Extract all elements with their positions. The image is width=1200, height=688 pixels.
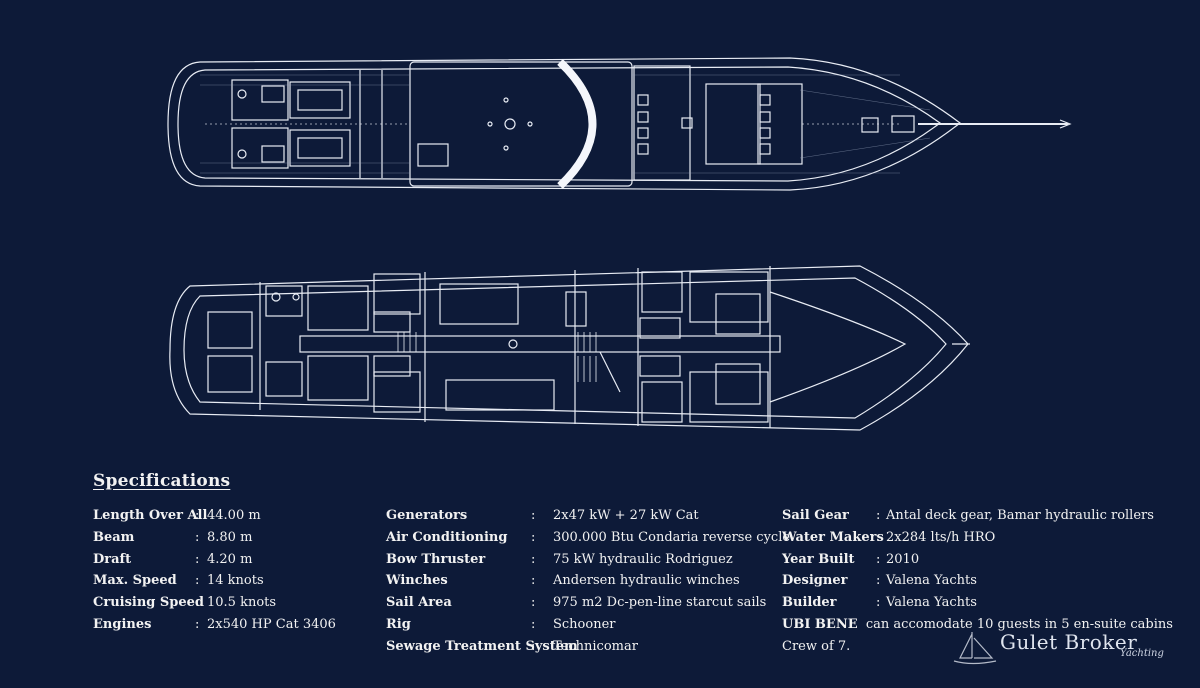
spec-label: Water Makers [782,529,884,545]
sailboat-logo-icon [953,632,997,665]
spec-separator: : [531,638,536,654]
spec-row: Sewage Treatment System: Technicomar [386,636,790,658]
spec-value: Andersen hydraulic winches [553,573,740,589]
spec-separator: : [876,529,881,545]
spec-separator: : [195,508,200,523]
spec-row: Beam:8.80 m [93,527,336,549]
brand-name: Gulet Broker [1000,630,1138,654]
spec-label: Sail Area [386,595,452,611]
spec-row: Sail Area: 975 m2 Dc-pen-line starcut sai… [386,592,790,614]
cabin-hull-inner [183,277,947,419]
spec-label: Sewage Treatment System [386,638,578,654]
spec-separator: : [876,595,881,611]
spec-value: 8.80 m [207,529,253,545]
spec-row: Air Conditioning: 300.000 Btu Condaria re… [386,527,790,549]
guest-capacity-text: can accomodate 10 guests in 5 en-suite c… [865,616,1173,632]
spec-row: Generators: 2x47 kW + 27 kW Cat [386,505,790,527]
cabin-plan-drawing [169,265,970,431]
specs-column-2: Generators: 2x47 kW + 27 kW Cat Air Condi… [386,505,790,658]
spec-separator: : [195,529,200,545]
spec-label: Max. Speed [93,573,177,589]
spec-label: Draft [93,551,132,567]
spec-separator: : [195,551,200,567]
spec-value: Valena Yachts [886,595,977,611]
spec-label: Sail Gear [782,508,849,523]
spec-separator: : [531,529,536,545]
spec-row: Winches: Andersen hydraulic winches [386,570,790,592]
spec-value: 2x540 HP Cat 3406 [207,616,336,632]
spec-separator: : [195,595,200,611]
spec-separator: : [195,573,200,589]
spec-separator: : [531,595,536,611]
deck-plan-drawing [167,57,1072,191]
deckhouse [409,61,633,187]
cabin-hull-outline [169,265,969,431]
spec-row: Sail Gear: Antal deck gear, Bamar hydraul… [782,505,1173,527]
spec-separator: : [876,551,881,567]
spec-value: Antal deck gear, Bamar hydraulic rollers [886,508,1154,523]
spec-value: Valena Yachts [886,573,977,589]
spec-label: Rig [386,616,411,632]
spec-row: Length Over All:44.00 m [93,505,336,527]
spec-separator: : [531,573,536,589]
deck-hull-outline [167,57,961,191]
spec-separator: : [531,551,536,567]
spec-value: Technicomar [553,638,638,654]
specifications-heading: Specifications [93,471,231,491]
spec-value: 75 kW hydraulic Rodriguez [553,551,733,567]
brand-subtitle: Yachting [1120,648,1164,659]
spec-label: Winches [386,573,448,589]
spec-value: 975 m2 Dc-pen-line starcut sails [553,595,767,611]
spec-row: Rig: Schooner [386,614,790,636]
spec-row: Cruising Speed:10.5 knots [93,592,336,614]
guest-capacity-note: UBI BENE can accomodate 10 guests in 5 e… [782,614,1173,636]
yacht-name: UBI BENE [782,616,858,632]
spec-row: Builder: Valena Yachts [782,592,1173,614]
spec-value: 44.00 m [207,508,261,523]
spec-row: Designer: Valena Yachts [782,570,1173,592]
spec-label: Length Over All [93,508,208,523]
spec-label: Cruising Speed [93,595,205,611]
spec-value: 10.5 knots [207,595,277,611]
spec-label: Engines [93,616,152,632]
spec-value: Schooner [553,616,616,632]
spec-label: Bow Thruster [386,551,486,567]
spec-value: 2010 [886,551,920,567]
spec-label: Builder [782,595,837,611]
spec-value: 14 knots [207,573,264,589]
spec-row: Max. Speed:14 knots [93,570,336,592]
spec-label: Designer [782,573,848,589]
spec-row: Draft:4.20 m [93,549,336,571]
spec-value: 2x284 lts/h HRO [886,529,996,545]
spec-label: Beam [93,529,135,545]
spec-separator: : [531,508,536,523]
spec-separator: : [531,616,536,632]
spec-label: Generators [386,508,468,523]
spec-value: 2x47 kW + 27 kW Cat [553,508,699,523]
crew-note: Crew of 7. [782,638,851,654]
spec-separator: : [876,508,881,523]
deck-hull-inner [177,66,942,182]
specs-column-1: Length Over All:44.00 m Beam:8.80 m Draf… [93,505,336,636]
spec-row: Engines:2x540 HP Cat 3406 [93,614,336,636]
spec-value: 300.000 Btu Condaria reverse cycle [553,529,791,545]
spec-label: Air Conditioning [386,529,508,545]
spec-label: Year Built [782,551,855,567]
spec-row: Bow Thruster: 75 kW hydraulic Rodriguez [386,549,790,571]
spec-value: 4.20 m [207,551,253,567]
spec-separator: : [195,616,200,632]
spec-row: Year Built:2010 [782,549,1173,571]
specs-column-3: Sail Gear: Antal deck gear, Bamar hydraul… [782,505,1173,658]
spec-row: Water Makers:2x284 lts/h HRO [782,527,1173,549]
spec-separator: : [876,573,881,589]
